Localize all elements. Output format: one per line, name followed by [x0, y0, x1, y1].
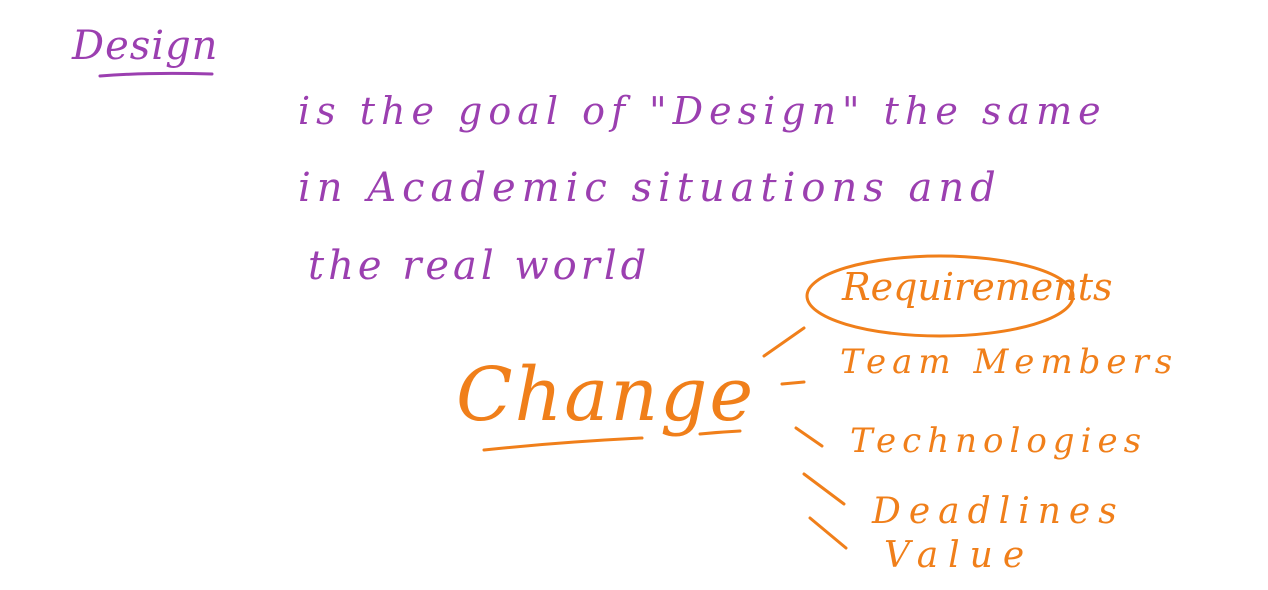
question-line-1: is the goal of "Design" the same: [298, 89, 1107, 133]
branch-line-requirements: [762, 326, 806, 358]
branch-requirements: Requirements: [842, 265, 1113, 309]
branch-line-deadlines: [802, 472, 846, 506]
heading-design: Design: [72, 23, 219, 69]
change-underline-1: [482, 436, 644, 452]
branch-value: Value: [884, 535, 1035, 576]
branch-line-team: [780, 380, 806, 386]
branch-technologies: Technologies: [850, 421, 1148, 461]
question-line-2: in Academic situations and: [298, 165, 1002, 211]
design-underline: [98, 71, 214, 78]
center-change: Change: [456, 352, 756, 438]
branch-line-value: [808, 516, 848, 550]
question-line-3: the real world: [308, 243, 651, 289]
branch-line-technologies: [794, 426, 824, 448]
branch-team-members: Team Members: [840, 342, 1179, 382]
branch-deadlines: Deadlines: [872, 491, 1125, 532]
